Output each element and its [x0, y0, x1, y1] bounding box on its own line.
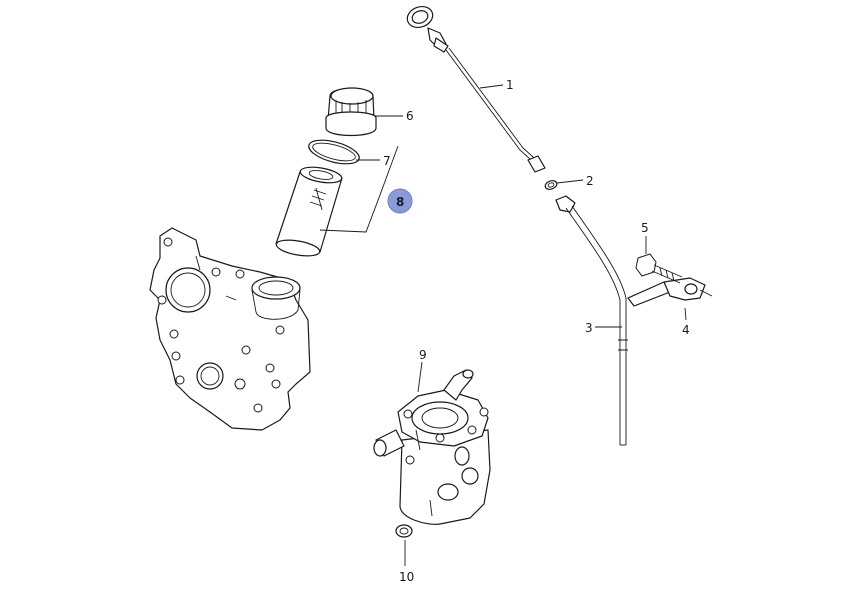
- callout-7[interactable]: 7: [383, 154, 391, 168]
- callout-label-6[interactable]: 6: [406, 109, 414, 123]
- o-ring[interactable]: [306, 136, 361, 169]
- callout-9[interactable]: 9: [419, 348, 427, 362]
- callout-2[interactable]: 2: [586, 174, 594, 188]
- callout-4[interactable]: 4: [682, 323, 690, 337]
- leader-lines: [319, 84, 687, 566]
- bracket[interactable]: [627, 277, 713, 307]
- filter-cap[interactable]: [325, 87, 377, 137]
- callout-label-7[interactable]: 7: [383, 154, 391, 168]
- guide-tube[interactable]: [555, 195, 628, 446]
- callout-label-2[interactable]: 2: [586, 174, 594, 188]
- callout-label-9[interactable]: 9: [419, 348, 427, 362]
- highlight-circle[interactable]: [387, 188, 413, 214]
- filter-element[interactable]: [275, 164, 343, 258]
- bolt[interactable]: [635, 253, 683, 284]
- seal-ring-2[interactable]: [544, 179, 558, 191]
- callout-label-5[interactable]: 5: [641, 221, 649, 235]
- callout-label-10[interactable]: 10: [399, 570, 414, 584]
- callout-10[interactable]: 10: [399, 570, 414, 584]
- oil-filter-housing[interactable]: [373, 369, 491, 525]
- callout-6[interactable]: 6: [406, 109, 414, 123]
- callout-3[interactable]: 3: [585, 321, 593, 335]
- engine-front-cover: [149, 227, 311, 431]
- callout-5[interactable]: 5: [641, 221, 649, 235]
- seal-ring-10[interactable]: [395, 524, 413, 538]
- dipstick[interactable]: [404, 3, 546, 173]
- callout-label-4[interactable]: 4: [682, 323, 690, 337]
- callout-1[interactable]: 1: [506, 78, 514, 92]
- callout-label-8[interactable]: 8: [396, 195, 404, 209]
- callout-8-highlighted[interactable]: 8: [387, 188, 413, 214]
- callout-label-1[interactable]: 1: [506, 78, 514, 92]
- callout-label-3[interactable]: 3: [585, 321, 593, 335]
